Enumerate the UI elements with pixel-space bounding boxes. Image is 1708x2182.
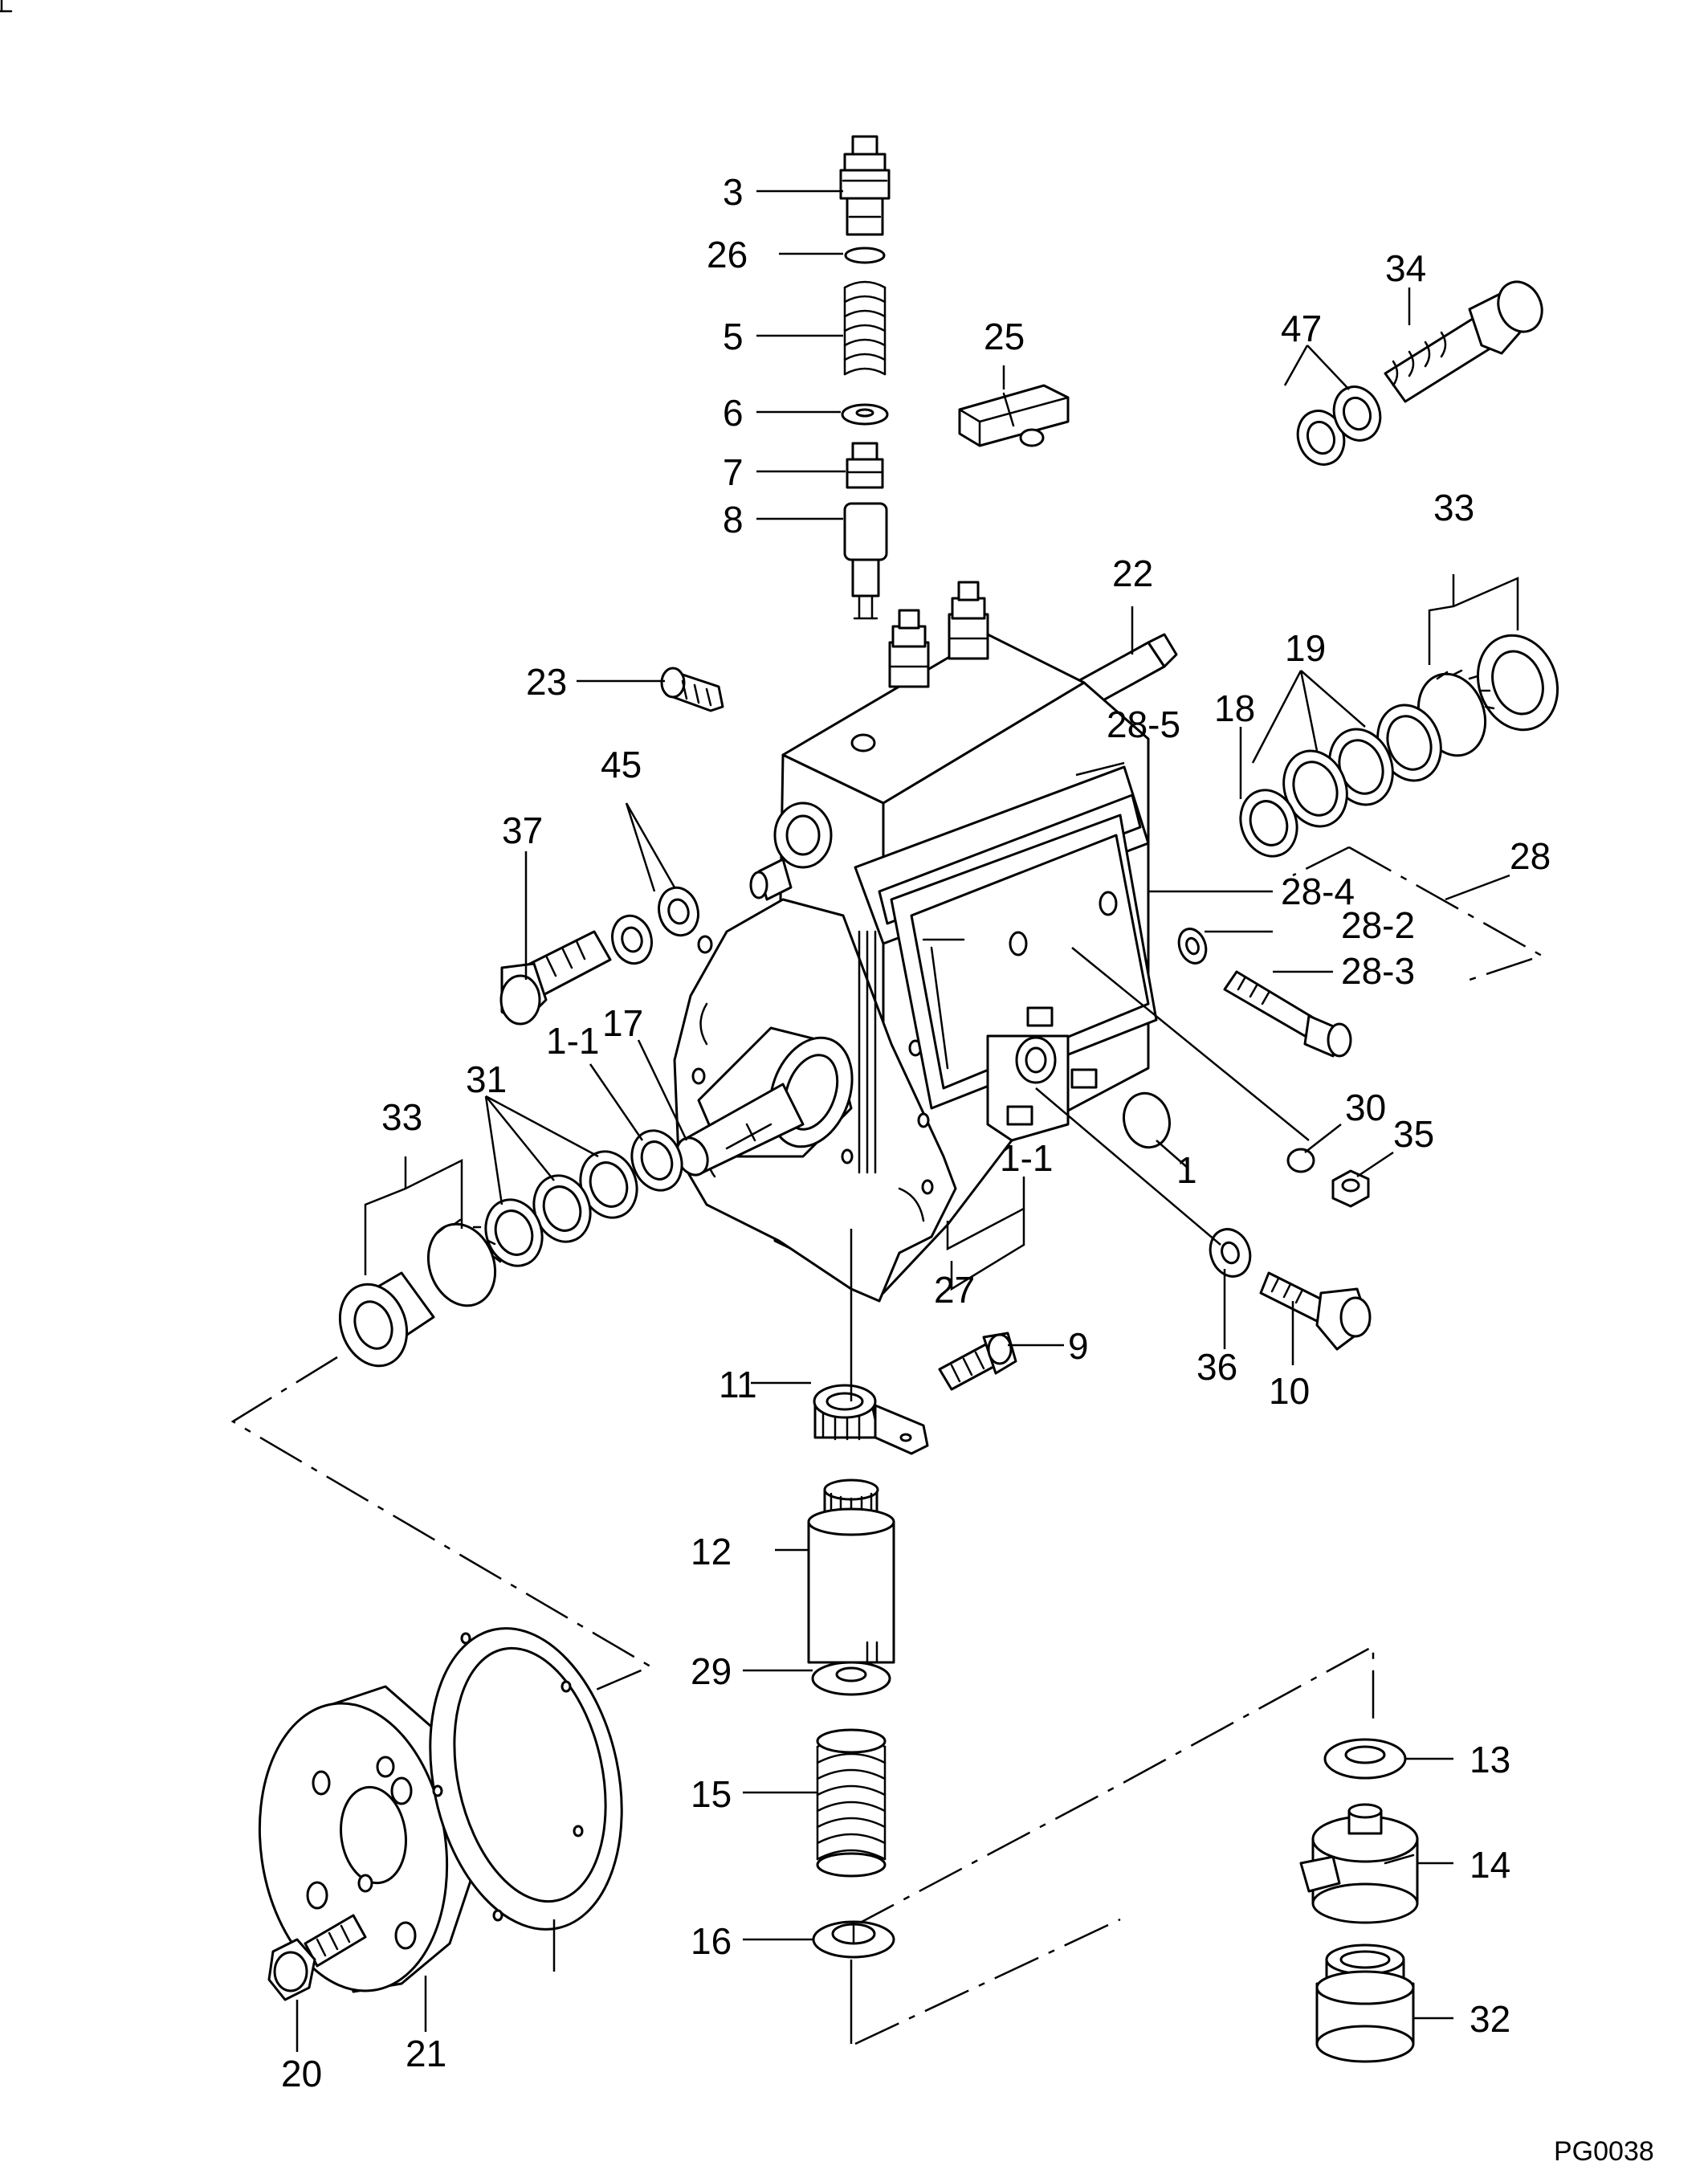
delivery-valve-spring xyxy=(843,280,887,376)
assembly-line-governor xyxy=(850,1644,1375,1929)
banjo-bolt-left xyxy=(499,930,612,1026)
coupling-flange xyxy=(258,1685,483,1993)
callout-18-right: 18 xyxy=(1214,687,1255,729)
callout-37: 37 xyxy=(502,810,543,851)
valve-holder-bosses xyxy=(888,581,989,688)
callout-33-left: 33 xyxy=(381,1096,422,1138)
callout-17: 17 xyxy=(602,1002,643,1044)
callout-18-left: 1-1 xyxy=(546,1020,599,1062)
callout-10: 9 xyxy=(1068,1325,1089,1367)
assembly-line-flange xyxy=(230,1356,653,1692)
callout-31: 30 xyxy=(1345,1087,1386,1128)
callout-23: 23 xyxy=(526,661,567,703)
callout-45: 45 xyxy=(601,744,642,785)
bolt-36 xyxy=(1259,1271,1372,1351)
callout-19-right: 19 xyxy=(1285,627,1326,669)
callout-28-2: 28-2 xyxy=(1341,904,1415,946)
o-ring xyxy=(844,247,886,264)
callout-labels: 3 26 5 6 7 8 25 47 34 22 23 33 19 18 28-… xyxy=(281,171,1551,2094)
cover-plate-assembly xyxy=(854,765,1158,1110)
bearing-cup-left xyxy=(338,1271,435,1368)
shim-right xyxy=(1239,789,1298,858)
drawing-code: PG0038 xyxy=(1554,2136,1654,2167)
side-flange-studs xyxy=(986,1006,1098,1142)
bleed-screw xyxy=(660,667,724,712)
callout-28-5: 28-5 xyxy=(1107,704,1180,745)
callout-27: 36 xyxy=(1196,1346,1237,1388)
callout-5: 5 xyxy=(723,316,744,357)
callout-7: 7 xyxy=(723,451,744,493)
callout-9: 11 xyxy=(719,1364,757,1405)
callout-1-1: 1-1 xyxy=(1000,1137,1053,1179)
bolt-28-3 xyxy=(1223,970,1352,1058)
callout-11: 12 xyxy=(691,1531,732,1572)
assembly-line-governor-bottom xyxy=(854,1918,1121,2045)
callout-30: 35 xyxy=(1393,1113,1434,1155)
callout-3: 3 xyxy=(723,171,744,213)
plunger-spring xyxy=(816,1728,887,1878)
callout-36: 10 xyxy=(1269,1370,1310,1412)
control-sleeve xyxy=(807,1478,895,1664)
leader-lines xyxy=(296,190,1519,2052)
bearing-gear-left xyxy=(426,1218,502,1307)
sealing-washers xyxy=(1296,385,1382,466)
crop-mark xyxy=(0,0,13,13)
callout-34: 34 xyxy=(1385,247,1426,289)
bearing-cup-right xyxy=(1476,634,1559,732)
o-ring-large xyxy=(1123,1091,1171,1149)
flange-gasket xyxy=(429,1627,623,1931)
callout-26: 26 xyxy=(707,234,748,275)
callout-19-left: 31 xyxy=(466,1058,507,1100)
flange-bolt xyxy=(267,1914,367,2001)
spring-seat-lower xyxy=(812,1920,895,1959)
tappet-bushing xyxy=(1315,1943,1415,2063)
assembly-line-28 xyxy=(1348,846,1545,981)
nut-30 xyxy=(1331,1169,1370,1208)
shims-left xyxy=(484,1150,638,1267)
delivery-valve xyxy=(846,442,884,489)
washer-31 xyxy=(1286,1148,1315,1173)
callout-28-4: 28-4 xyxy=(1281,871,1355,912)
callout-29: 13 xyxy=(1470,1739,1510,1780)
washer-28-2 xyxy=(1177,928,1208,965)
shim-left xyxy=(630,1129,683,1192)
valve-washer xyxy=(841,403,889,426)
clamp-screw xyxy=(938,1332,1017,1391)
banjo-bolt-top xyxy=(1384,280,1543,403)
adjusting-washer xyxy=(1323,1738,1407,1780)
callout-1: 27 xyxy=(934,1269,975,1311)
callout-32: 20 xyxy=(281,2053,322,2094)
callout-12: 29 xyxy=(691,1650,732,1692)
callout-20: 21 xyxy=(406,2033,446,2074)
spring-seat-upper xyxy=(811,1661,891,1696)
callout-33-right: 33 xyxy=(1433,487,1474,528)
assembly-line-28b xyxy=(1292,846,1350,877)
control-rack xyxy=(958,384,1070,447)
callout-35: 1 xyxy=(1176,1149,1197,1191)
callout-8: 8 xyxy=(723,499,744,540)
callout-28: 28 xyxy=(1510,835,1551,877)
plunger-barrel xyxy=(843,502,888,620)
callout-47: 47 xyxy=(1281,308,1322,349)
roller-tappet xyxy=(1299,1803,1419,1924)
callout-22: 22 xyxy=(1112,553,1153,594)
callout-16: 32 xyxy=(1470,1998,1510,2040)
callout-6: 6 xyxy=(723,392,744,434)
callout-15: 14 xyxy=(1470,1844,1510,1886)
callout-28-3: 28-3 xyxy=(1341,950,1415,992)
callout-13: 15 xyxy=(691,1773,732,1815)
clamp-ring xyxy=(813,1384,929,1455)
washers-45 xyxy=(611,886,699,965)
washer-27 xyxy=(1209,1228,1252,1278)
callout-14: 16 xyxy=(691,1920,732,1962)
delivery-valve-holder xyxy=(839,135,891,236)
shims-right xyxy=(1282,704,1442,828)
callout-25: 25 xyxy=(984,316,1025,357)
